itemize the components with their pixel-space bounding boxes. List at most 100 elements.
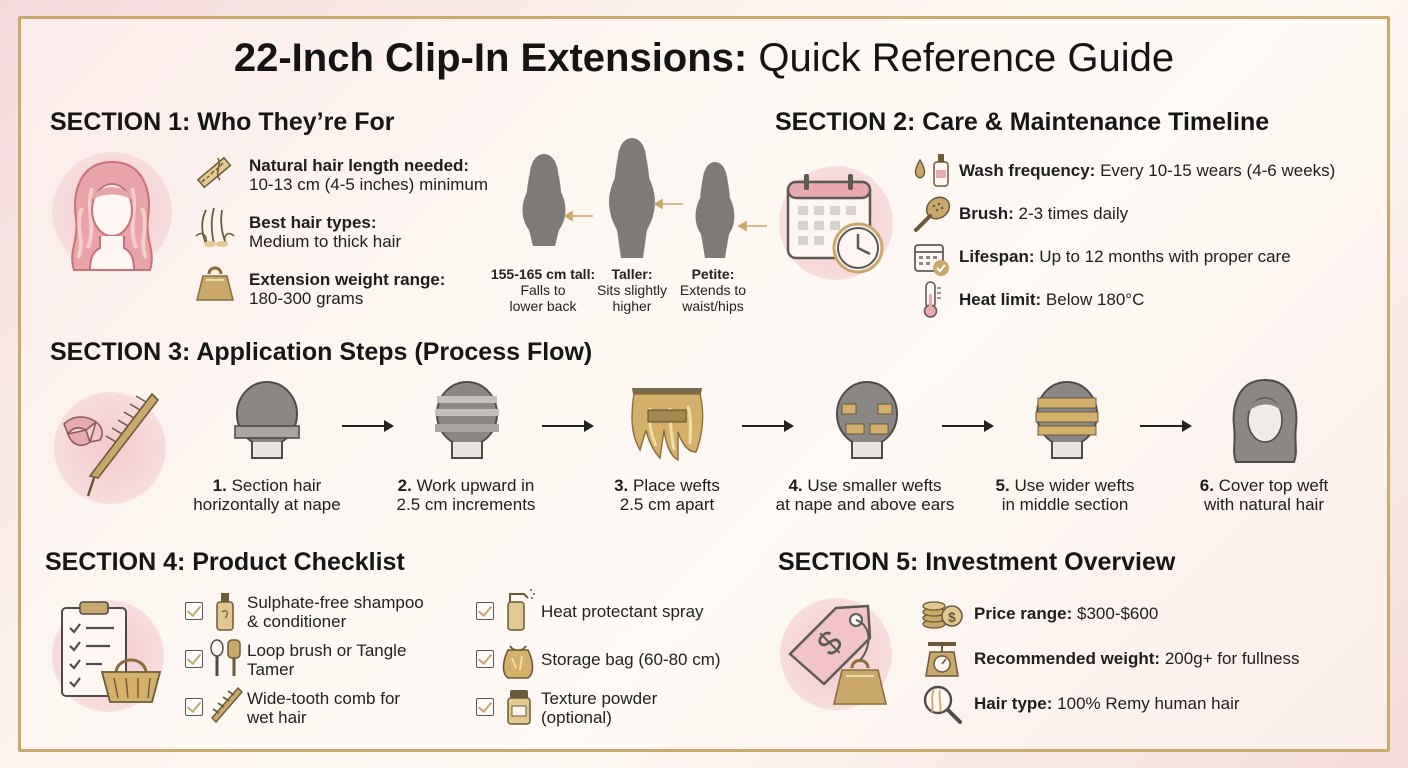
woman-long-hair-icon <box>71 160 153 271</box>
s1-item-value: 10-13 cm (4-5 inches) minimum <box>249 175 489 194</box>
s2-item-wash: Wash frequency: Every 10-15 wears (4-6 w… <box>959 161 1335 180</box>
section3-heading: SECTION 3: Application Steps (Process Fl… <box>50 338 593 366</box>
calendar-clock-icon <box>786 174 884 274</box>
checkbox-heat-spray[interactable] <box>476 602 494 620</box>
step6-label: 6. Cover top weft with natural hair <box>1164 476 1364 514</box>
shampoo-bottle-icon <box>216 593 234 631</box>
height-label: Petite: <box>691 266 735 282</box>
step-line: Place wefts <box>632 476 720 495</box>
step1-head-icon <box>234 381 300 459</box>
wide-tooth-comb-icon <box>211 686 243 724</box>
step5-label: 5. Use wider wefts in middle section <box>965 476 1165 514</box>
height-desc: lower back <box>509 298 577 314</box>
step-line: Use smaller wefts <box>807 476 942 495</box>
step3-label: 3. Place wefts 2.5 cm apart <box>567 476 767 514</box>
step-arrow-2 <box>542 420 594 432</box>
step2-head-icon <box>435 381 499 459</box>
guide-frame <box>18 16 1390 752</box>
check-line: Tamer <box>247 660 295 679</box>
checklist-item-storage-bag: Storage bag (60-80 cm) <box>541 650 721 669</box>
loop-brush-icon <box>210 639 241 676</box>
height-desc: higher <box>612 298 652 314</box>
step-num: 5. <box>995 476 1010 495</box>
shampoo-icon <box>914 154 949 187</box>
s1-item-hair-types: Best hair types: Medium to thick hair <box>249 213 401 251</box>
step3-wefts-icon <box>631 388 704 462</box>
s1-item-hair-length: Natural hair length needed: 10-13 cm (4-… <box>249 156 488 194</box>
step-line: Section hair <box>231 476 322 495</box>
clipboard-basket-icon <box>61 601 162 703</box>
s5-item-value: 200g+ for fullness <box>1164 649 1300 668</box>
step-arrow-3 <box>742 420 794 432</box>
s5-item-value: 100% Remy human hair <box>1057 694 1240 713</box>
checkbox-shampoo[interactable] <box>185 602 203 620</box>
step-num: 2. <box>397 476 412 495</box>
s2-item-brush: Brush: 2-3 times daily <box>959 204 1128 223</box>
ruler-icon <box>196 156 232 189</box>
s5-item-hair-type: Hair type: 100% Remy human hair <box>974 694 1240 713</box>
s2-item-value: Every 10-15 wears (4-6 weeks) <box>1100 161 1336 180</box>
step-arrow-4 <box>942 420 994 432</box>
silhouette-petite <box>695 162 735 258</box>
calendar-check-icon <box>914 244 949 276</box>
s2-item-label: Wash frequency: <box>959 161 1096 180</box>
s2-item-lifespan: Lifespan: Up to 12 months with proper ca… <box>959 247 1291 266</box>
step6-natural-hair-icon <box>1232 378 1298 463</box>
checklist-item-comb: Wide-tooth comb for wet hair <box>247 689 400 727</box>
step-num: 3. <box>614 476 629 495</box>
step-num: 1. <box>212 476 227 495</box>
check-line: Loop brush or Tangle <box>247 641 407 660</box>
magnifier-icon <box>923 685 962 724</box>
check-line: (optional) <box>541 708 612 727</box>
hair-strands-icon <box>195 207 235 247</box>
spray-bottle-icon <box>507 589 535 631</box>
step-line: Use wider wefts <box>1014 476 1135 495</box>
checkbox-brush[interactable] <box>185 650 203 668</box>
height-silhouettes <box>522 138 767 258</box>
svg-text:$: $ <box>948 609 956 625</box>
step-line: Work upward in <box>416 476 535 495</box>
title-bold: 22-Inch Clip-In Extensions: <box>233 36 748 80</box>
s2-item-value: 2-3 times daily <box>1018 204 1129 223</box>
step-num: 6. <box>1199 476 1214 495</box>
height-desc: Falls to <box>520 282 566 298</box>
checkbox-comb[interactable] <box>185 698 203 716</box>
step2-label: 2. Work upward in 2.5 cm increments <box>366 476 566 514</box>
height-label: Taller: <box>611 266 653 282</box>
height-desc: waist/hips <box>682 298 744 314</box>
s5-item-label: Hair type: <box>974 694 1053 713</box>
s2-item-label: Heat limit: <box>959 290 1042 309</box>
title-light: Quick Reference Guide <box>758 36 1175 80</box>
checklist-item-shampoo: Sulphate-free shampoo & conditioner <box>247 593 424 631</box>
s2-item-label: Lifespan: <box>959 247 1035 266</box>
s1-item-label: Natural hair length needed: <box>249 156 470 175</box>
checklist-item-heat-spray: Heat protectant spray <box>541 602 704 621</box>
s1-item-weight-range: Extension weight range: 180-300 grams <box>249 270 445 308</box>
step-num: 4. <box>788 476 803 495</box>
section5-heading: SECTION 5: Investment Overview <box>778 548 1176 576</box>
step-line: in middle section <box>1001 495 1129 514</box>
checklist-item-texture-powder: Texture powder (optional) <box>541 689 657 727</box>
coins-icon: $ <box>922 601 963 629</box>
step-line: 2.5 cm apart <box>619 495 715 514</box>
s1-item-value: 180-300 grams <box>249 289 364 308</box>
s5-item-price: Price range: $300-$600 <box>974 604 1158 623</box>
step-line: horizontally at nape <box>193 495 341 514</box>
checkbox-texture-powder[interactable] <box>476 698 494 716</box>
step-line: 2.5 cm increments <box>396 495 536 514</box>
clip-comb-icon <box>63 392 160 497</box>
silhouette-arrows <box>563 198 767 232</box>
brush-icon <box>914 196 951 232</box>
s2-item-label: Brush: <box>959 204 1014 223</box>
step-arrow-1 <box>342 420 394 432</box>
check-line: Texture powder <box>541 689 658 708</box>
powder-jar-icon <box>507 690 531 725</box>
check-line: Wide-tooth comb for <box>247 689 401 708</box>
height-label-average: 155-165 cm tall: Falls to lower back <box>488 266 598 314</box>
check-line: Sulphate-free shampoo <box>247 593 424 612</box>
s2-item-heat: Heat limit: Below 180°C <box>959 290 1144 309</box>
checklist-item-brush: Loop brush or Tangle Tamer <box>247 641 406 679</box>
thermometer-icon <box>923 281 941 318</box>
check-line: Storage bag (60-80 cm) <box>541 650 721 669</box>
checkbox-storage-bag[interactable] <box>476 650 494 668</box>
